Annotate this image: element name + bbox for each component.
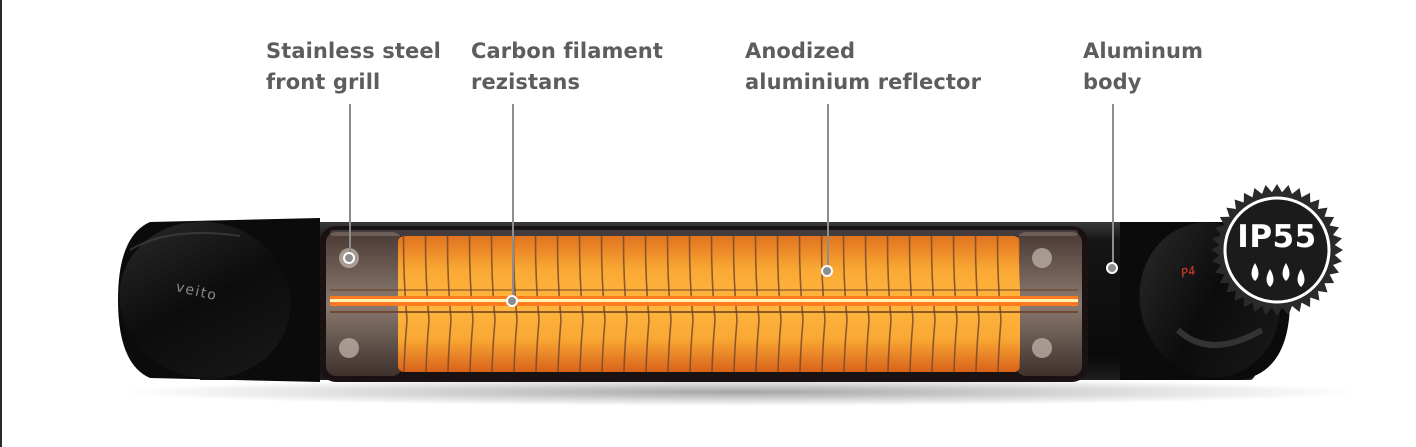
callout-text: front grill: [266, 70, 381, 94]
callout-text: Anodized: [745, 39, 856, 63]
badge-seal: [1211, 184, 1343, 316]
leader-line-body: [1112, 104, 1114, 266]
callout-text: Aluminum: [1083, 39, 1204, 63]
callout-text: rezistans: [471, 70, 581, 94]
callout-label-reflector: Anodized aluminium reflector: [745, 36, 981, 98]
frame-edge: [0, 0, 2, 447]
ip-rating-badge: IP55: [1210, 183, 1344, 317]
callout-text: Carbon filament: [471, 39, 663, 63]
pointer-dot-body: [1106, 262, 1118, 274]
water-drops-icon: [1251, 263, 1305, 287]
callout-text: aluminium reflector: [745, 70, 982, 94]
callout-label-grill: Stainless steel front grill: [266, 36, 441, 98]
pointer-dot-reflector: [821, 265, 833, 277]
leader-line-grill: [349, 104, 351, 258]
pointer-dot-filament: [506, 295, 518, 307]
callout-label-body: Aluminum body: [1083, 36, 1203, 98]
ip-rating-text: IP55: [1237, 219, 1317, 255]
callout-text: Stainless steel: [266, 39, 441, 63]
leader-line-reflector: [827, 104, 829, 270]
callout-label-filament: Carbon filament rezistans: [471, 36, 663, 98]
leader-line-filament: [512, 104, 514, 300]
pointer-dot-grill: [343, 252, 355, 264]
callout-text: body: [1083, 70, 1142, 94]
